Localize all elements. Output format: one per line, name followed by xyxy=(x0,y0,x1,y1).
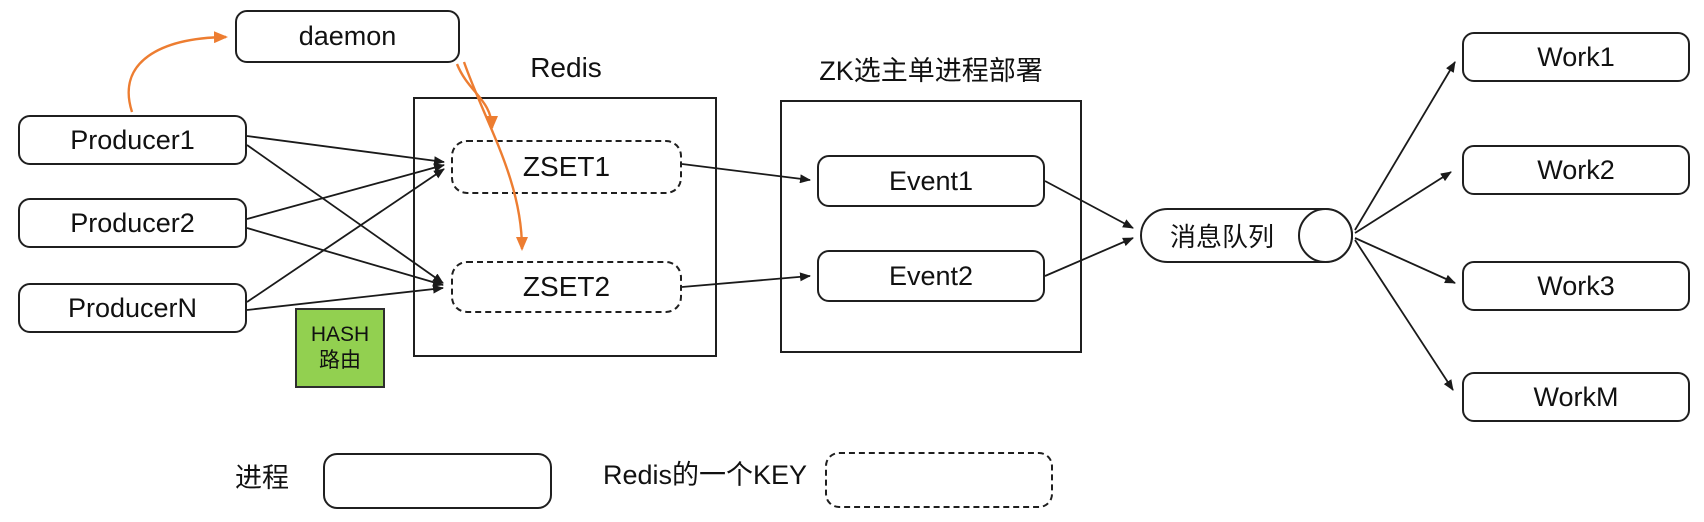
node-producer2: Producer2 xyxy=(18,198,247,248)
node-producer1: Producer1 xyxy=(18,115,247,165)
legend-redis-key-label: Redis的一个KEY xyxy=(602,460,808,491)
node-daemon: daemon xyxy=(235,10,460,63)
legend-process-label: 进程 xyxy=(235,463,289,494)
node-event1: Event1 xyxy=(817,155,1045,207)
message-queue-label: 消息队列 xyxy=(1169,222,1274,252)
zk-container-label: ZK选主单进程部署 xyxy=(819,56,1043,87)
node-producerN: ProducerN xyxy=(18,283,247,333)
node-workM: WorkM xyxy=(1462,372,1690,422)
queue-to-worker-arrows xyxy=(1354,61,1456,391)
node-zset2: ZSET2 xyxy=(451,261,682,313)
node-work2: Work2 xyxy=(1462,145,1690,195)
hash-note-line1: HASH xyxy=(310,322,370,346)
redis-container xyxy=(413,97,717,357)
message-queue-endcap xyxy=(1298,208,1353,263)
legend-process-shape xyxy=(323,453,552,509)
node-event2: Event2 xyxy=(817,250,1045,302)
redis-container-label: Redis xyxy=(530,51,602,83)
node-work1: Work1 xyxy=(1462,32,1690,82)
hash-routing-note: HASH 路由 xyxy=(295,308,385,388)
zk-container xyxy=(780,100,1082,353)
node-work3: Work3 xyxy=(1462,261,1690,311)
legend-redis-key-shape xyxy=(825,452,1053,508)
hash-note-line2: 路由 xyxy=(319,349,361,372)
node-zset1: ZSET1 xyxy=(451,140,682,194)
